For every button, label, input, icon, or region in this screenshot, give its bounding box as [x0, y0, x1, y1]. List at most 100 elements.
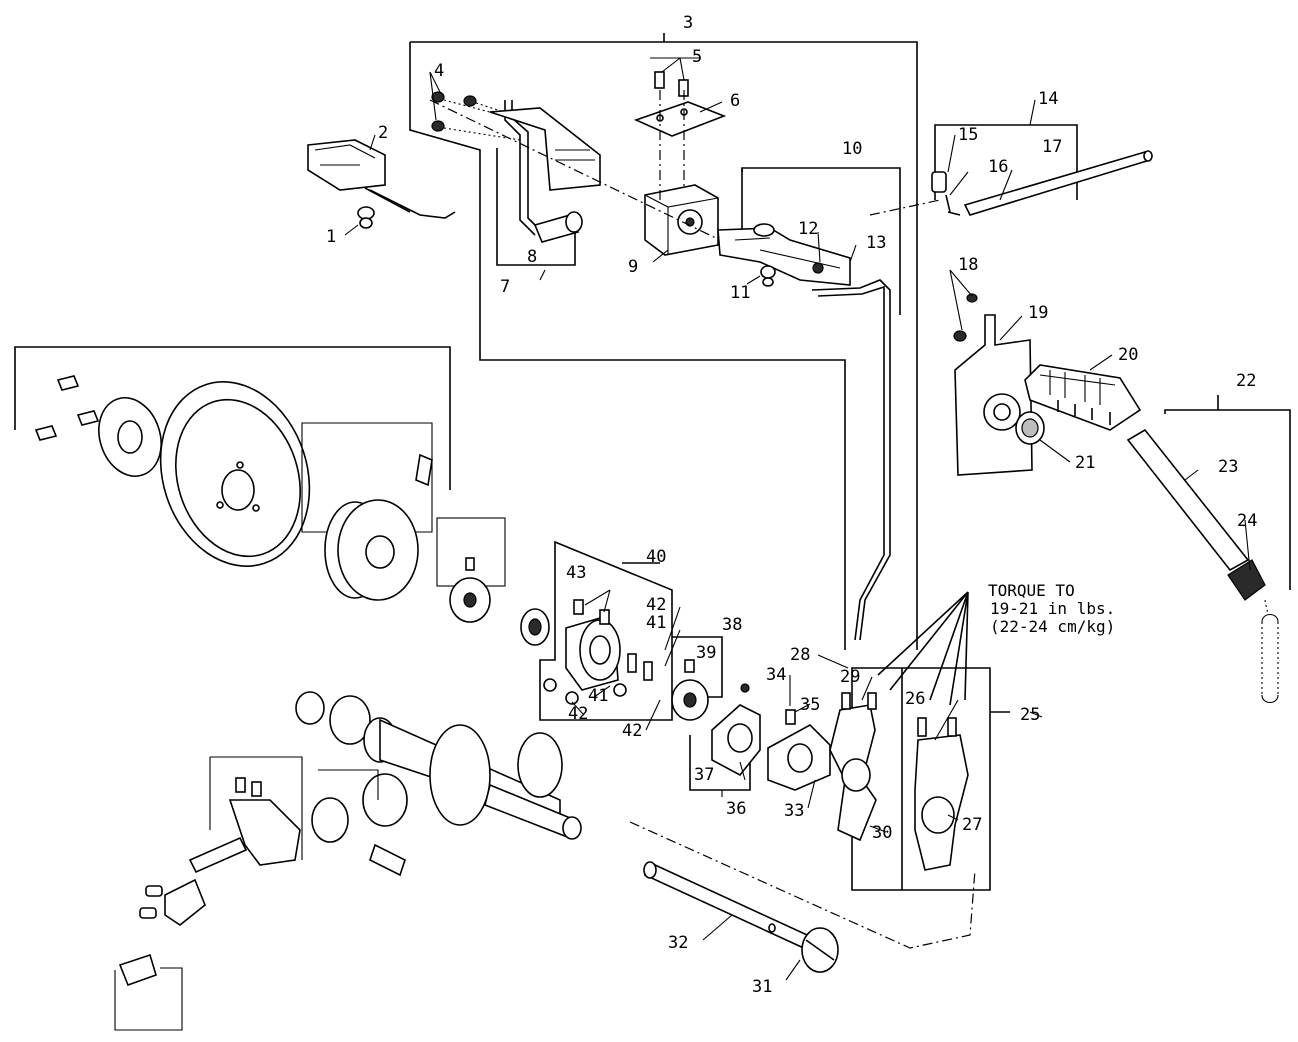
- callout-2: 2: [378, 123, 388, 143]
- part-24-knob: [1227, 559, 1266, 601]
- part-screws-left: [34, 375, 100, 441]
- callout-19: 19: [1028, 303, 1048, 323]
- part-1-screw: [357, 206, 375, 229]
- part-31-nut: [801, 927, 839, 973]
- callout-9: 9: [628, 257, 638, 277]
- part-41-42-pins: [543, 653, 653, 705]
- callout-labels: 1 2 3 4 5 6 7 8 9 10 11 12 13 14 15 16 1…: [326, 13, 1257, 997]
- part-29-clamp-left: [829, 692, 877, 842]
- callout-21: 21: [1075, 453, 1095, 473]
- part-small-bearing: [436, 517, 506, 623]
- callout-17: 17: [1042, 137, 1062, 157]
- callout-40: 40: [646, 547, 666, 567]
- callout-20: 20: [1118, 345, 1138, 365]
- part-24-spring: [1261, 599, 1279, 704]
- callout-26: 26: [905, 689, 925, 709]
- callout-30: 30: [872, 823, 892, 843]
- callout-7: 7: [500, 277, 510, 297]
- callout-36: 36: [726, 799, 746, 819]
- part-23-handle-rod: [1126, 428, 1250, 572]
- part-15-clip: [931, 171, 951, 213]
- group-3-bracket: [409, 41, 918, 650]
- callout-28: 28: [790, 645, 810, 665]
- callout-27: 27: [962, 815, 982, 835]
- callout-13: 13: [866, 233, 886, 253]
- part-40-hub: [565, 617, 621, 691]
- part-21-bushing: [1015, 411, 1045, 445]
- callout-1: 1: [326, 227, 336, 247]
- torque-note-line3: (22-24 cm/kg): [990, 617, 1115, 636]
- part-37-cam: [711, 683, 761, 777]
- part-20-bracket: [1024, 364, 1142, 431]
- part-27-clamp-right: [914, 717, 969, 871]
- callout-29: 29: [840, 667, 860, 687]
- callout-41b: 41: [588, 686, 608, 706]
- callout-32: 32: [668, 933, 688, 953]
- callout-22: 22: [1236, 371, 1256, 391]
- axis-line-10: [869, 199, 941, 216]
- callout-35: 35: [800, 695, 820, 715]
- callout-11: 11: [730, 283, 750, 303]
- torque-note: TORQUE TO 19-21 in lbs. (22-24 cm/kg): [988, 581, 1115, 636]
- callout-14: 14: [1038, 89, 1058, 109]
- callout-31: 31: [752, 977, 772, 997]
- callout-5: 5: [692, 47, 702, 67]
- callout-3: 3: [683, 13, 693, 33]
- callout-37: 37: [694, 765, 714, 785]
- callout-8: 8: [527, 247, 537, 267]
- part-spring-washer: [520, 608, 550, 646]
- callout-23: 23: [1218, 457, 1238, 477]
- part-flange-small: [98, 397, 162, 477]
- part-19-plate: [954, 314, 1033, 476]
- callout-6: 6: [730, 91, 740, 111]
- part-9-block: [644, 184, 719, 256]
- callout-18: 18: [958, 255, 978, 275]
- part-33-cam-plate: [767, 724, 831, 791]
- inset-box-left: [318, 769, 379, 800]
- shaft-dash-outline: [629, 821, 976, 949]
- part-18-screws: [953, 293, 978, 342]
- callout-42a: 42: [646, 595, 666, 615]
- part-38-washer: [671, 659, 709, 721]
- callout-16: 16: [988, 157, 1008, 177]
- group-7-bracket: [496, 148, 576, 266]
- callout-39: 39: [696, 643, 716, 663]
- part-clutch-pulley: [324, 453, 433, 601]
- callout-10: 10: [842, 139, 862, 159]
- callout-41a: 41: [646, 613, 666, 633]
- callout-38: 38: [722, 615, 742, 635]
- inset-box-bottom: [114, 967, 183, 1031]
- part-8-roller: [533, 211, 583, 243]
- part-16-pin: [947, 211, 961, 216]
- callout-4: 4: [434, 61, 444, 81]
- torque-note-line1: TORQUE TO: [988, 581, 1075, 600]
- group-40-bracket: [539, 540, 673, 721]
- part-11-nut: [760, 265, 776, 287]
- callout-15: 15: [958, 125, 978, 145]
- part-link-arms: [118, 777, 301, 987]
- part-2-lever-bracket: [307, 139, 456, 219]
- callout-33: 33: [784, 801, 804, 821]
- part-pulley-large: [159, 381, 311, 567]
- callout-25: 25: [1020, 705, 1040, 725]
- axis-line-top: [429, 90, 721, 241]
- torque-leaders: [877, 591, 969, 706]
- group-bracket-left: [209, 756, 303, 860]
- part-35-screw: [785, 709, 796, 725]
- part-10-lever-assembly: [717, 223, 891, 641]
- group-22-bracket: [1164, 409, 1291, 590]
- main-shaft-assembly: [295, 691, 582, 877]
- callout-leaders: [344, 57, 1251, 981]
- part-17-rod: [963, 150, 1153, 216]
- callout-12: 12: [798, 219, 818, 239]
- callout-43: 43: [566, 563, 586, 583]
- pulley-group-bracket: [14, 346, 451, 490]
- inset-box: [301, 422, 433, 533]
- callout-24: 24: [1237, 511, 1257, 531]
- callout-42c: 42: [622, 721, 642, 741]
- part-7-wire-lever: [489, 100, 601, 236]
- torque-note-line2: 19-21 in lbs.: [990, 599, 1115, 618]
- group-14-bracket: [934, 124, 1078, 200]
